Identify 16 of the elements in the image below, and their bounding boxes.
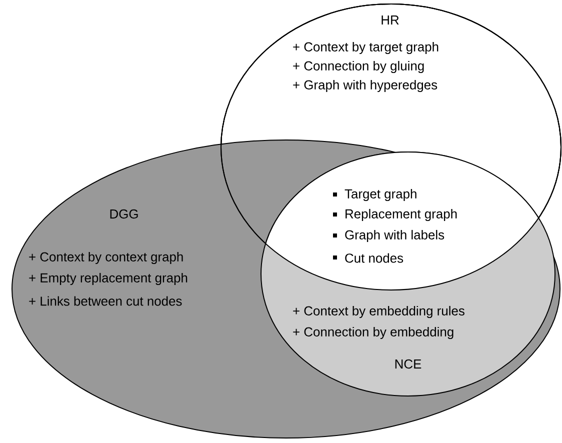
list-item: + Context by target graph bbox=[293, 42, 438, 54]
list-item: + Connection by embedding bbox=[293, 326, 454, 340]
set-name: HR bbox=[382, 16, 399, 24]
list-item: + Empty replacement graph bbox=[29, 272, 188, 286]
list-item: Replacement graph bbox=[346, 208, 457, 222]
list-item: + Graph with hyperedges bbox=[293, 80, 438, 92]
set-ellipse bbox=[260, 152, 556, 396]
set-name: DGG bbox=[110, 209, 138, 219]
list-item: + Context by embedding rules bbox=[293, 306, 464, 318]
list-item: + Connection by gluing bbox=[293, 60, 424, 74]
list-item: Cut nodes bbox=[345, 253, 404, 263]
list-item: Graph with labels bbox=[345, 230, 444, 242]
list-item: + Context by context graph bbox=[29, 252, 183, 264]
list-item: Target graph bbox=[344, 188, 416, 202]
set-name: NCE bbox=[395, 359, 422, 369]
list-item: + Links between cut nodes bbox=[29, 296, 182, 306]
